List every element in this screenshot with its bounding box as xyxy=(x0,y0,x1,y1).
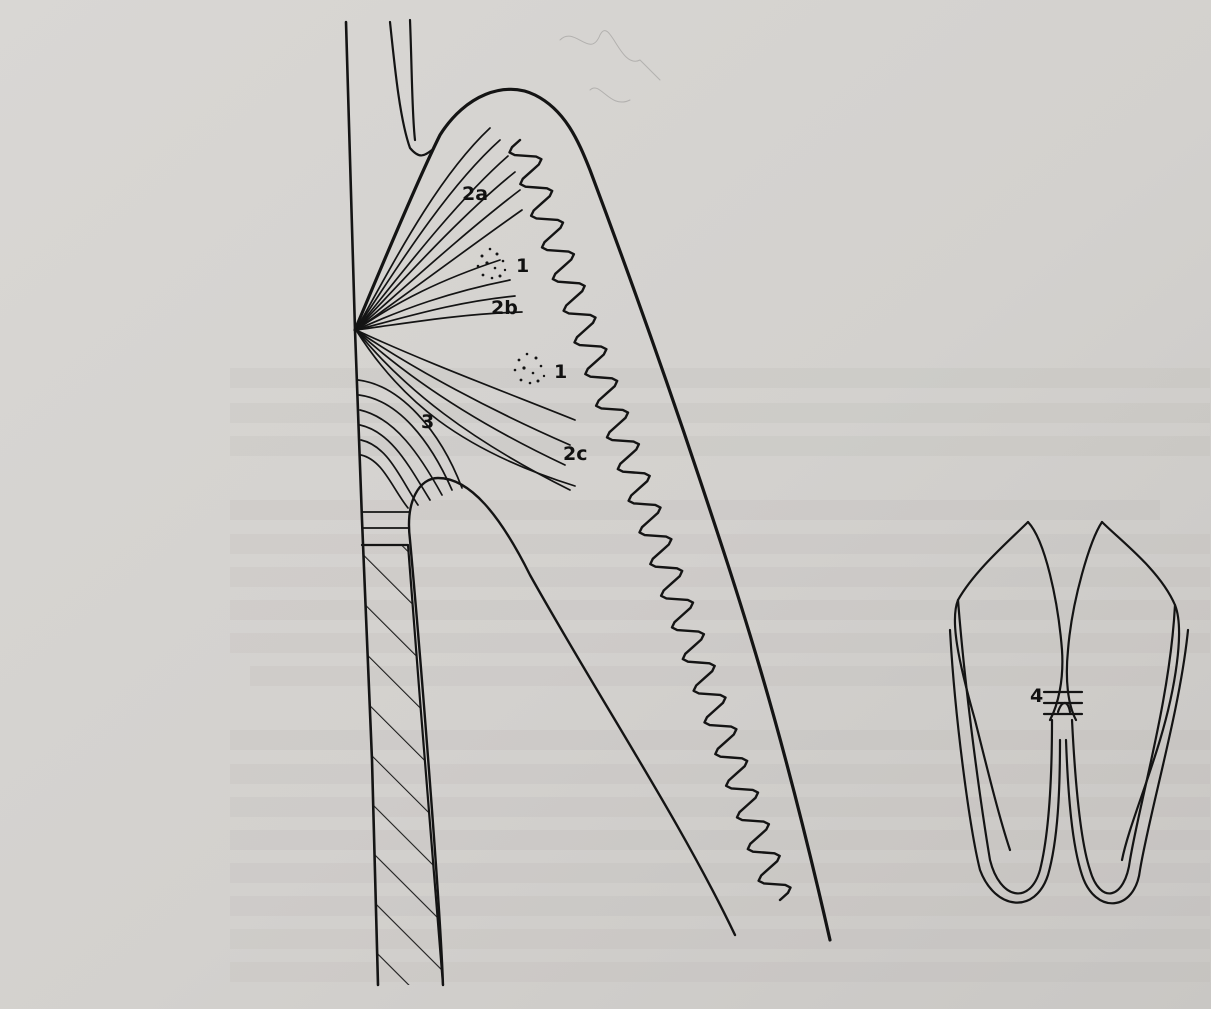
label-2b: 2b xyxy=(491,297,518,319)
label-1-upper: 1 xyxy=(516,255,529,277)
label-1-lower: 1 xyxy=(554,361,567,383)
label-2a: 2a xyxy=(462,183,488,205)
label-4: 4 xyxy=(1030,685,1043,707)
label-2c: 2c xyxy=(563,443,587,465)
label-3: 3 xyxy=(421,411,434,433)
